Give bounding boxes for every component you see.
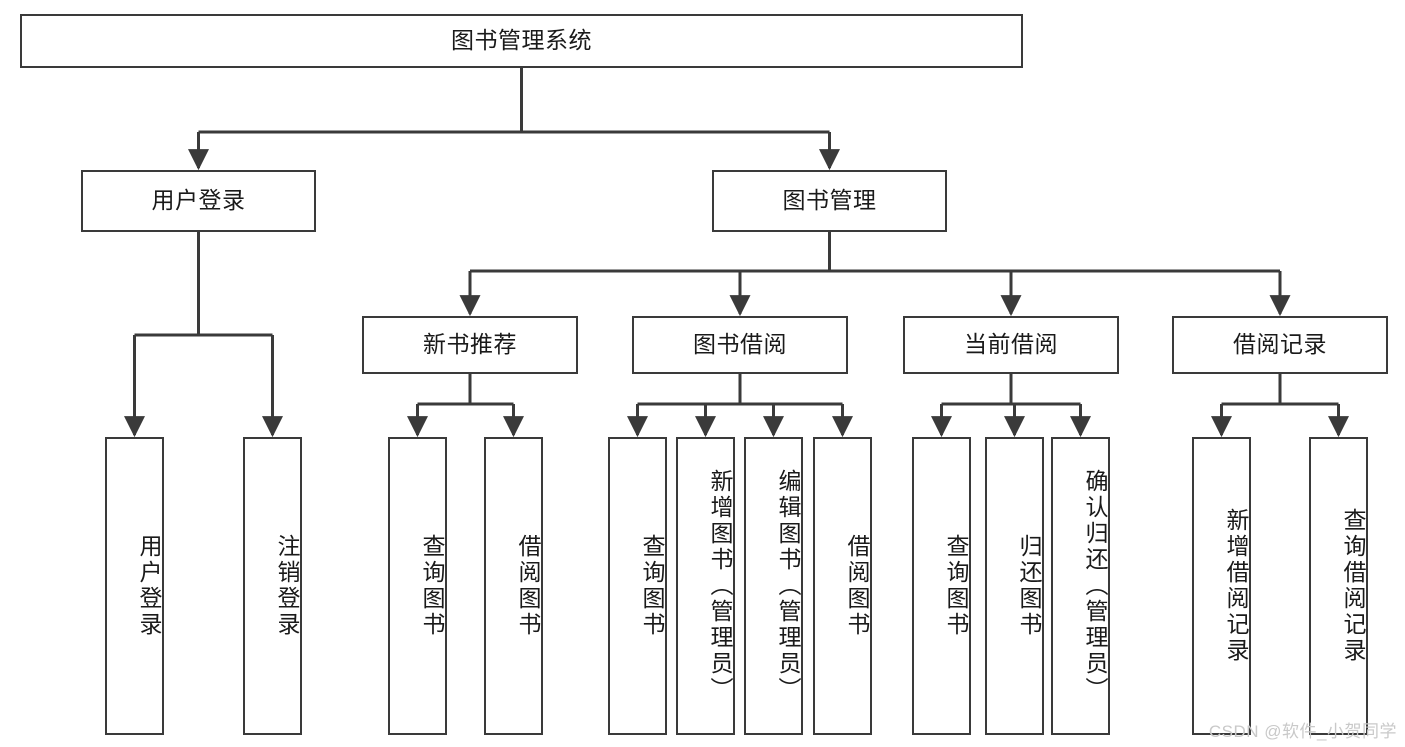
node-user-login[interactable]: 用户登录 bbox=[81, 170, 316, 232]
node-label: 注销登录 bbox=[274, 534, 300, 638]
node-leaf-add-book[interactable]: 新增图书（管理员） bbox=[676, 437, 735, 735]
node-leaf-query-book-cur[interactable]: 查询图书 bbox=[912, 437, 971, 735]
node-leaf-query-book-rec[interactable]: 查询图书 bbox=[388, 437, 447, 735]
csdn-watermark: CSDN @软件_小贺同学 bbox=[1208, 722, 1397, 741]
node-leaf-query-record[interactable]: 查询借阅记录 bbox=[1309, 437, 1368, 735]
node-leaf-edit-book[interactable]: 编辑图书（管理员） bbox=[744, 437, 803, 735]
node-label: 查询图书 bbox=[639, 534, 665, 638]
node-label: 借阅图书 bbox=[515, 534, 541, 638]
node-label: 查询图书 bbox=[943, 534, 969, 638]
node-book-manage[interactable]: 图书管理 bbox=[712, 170, 947, 232]
node-label: 新增图书（管理员） bbox=[707, 469, 733, 703]
node-leaf-logout[interactable]: 注销登录 bbox=[243, 437, 302, 735]
node-label: 新增借阅记录 bbox=[1223, 508, 1249, 664]
node-leaf-query-book-bor[interactable]: 查询图书 bbox=[608, 437, 667, 735]
node-root[interactable]: 图书管理系统 bbox=[20, 14, 1023, 68]
node-label: 图书管理系统 bbox=[451, 27, 592, 54]
node-label: 新书推荐 bbox=[423, 331, 517, 358]
node-leaf-borrow-book-rec[interactable]: 借阅图书 bbox=[484, 437, 543, 735]
node-leaf-add-record[interactable]: 新增借阅记录 bbox=[1192, 437, 1251, 735]
node-new-book-rec[interactable]: 新书推荐 bbox=[362, 316, 578, 374]
node-label: 归还图书 bbox=[1016, 534, 1042, 638]
node-label: 图书借阅 bbox=[693, 331, 787, 358]
node-label: 查询借阅记录 bbox=[1340, 508, 1366, 664]
node-borrow-record[interactable]: 借阅记录 bbox=[1172, 316, 1388, 374]
node-leaf-confirm-return[interactable]: 确认归还（管理员） bbox=[1051, 437, 1110, 735]
node-label: 查询图书 bbox=[419, 534, 445, 638]
node-current-borrow[interactable]: 当前借阅 bbox=[903, 316, 1119, 374]
node-label: 用户登录 bbox=[151, 187, 246, 214]
node-label: 确认归还（管理员） bbox=[1082, 469, 1108, 703]
node-label: 用户登录 bbox=[136, 534, 162, 638]
node-label: 借阅记录 bbox=[1233, 331, 1327, 358]
node-leaf-borrow-book-bor[interactable]: 借阅图书 bbox=[813, 437, 872, 735]
node-label: 借阅图书 bbox=[844, 534, 870, 638]
node-leaf-user-login[interactable]: 用户登录 bbox=[105, 437, 164, 735]
node-leaf-return-book[interactable]: 归还图书 bbox=[985, 437, 1044, 735]
node-label: 当前借阅 bbox=[964, 331, 1058, 358]
node-label: 编辑图书（管理员） bbox=[775, 469, 801, 703]
node-book-borrow[interactable]: 图书借阅 bbox=[632, 316, 848, 374]
node-label: 图书管理 bbox=[782, 187, 877, 214]
